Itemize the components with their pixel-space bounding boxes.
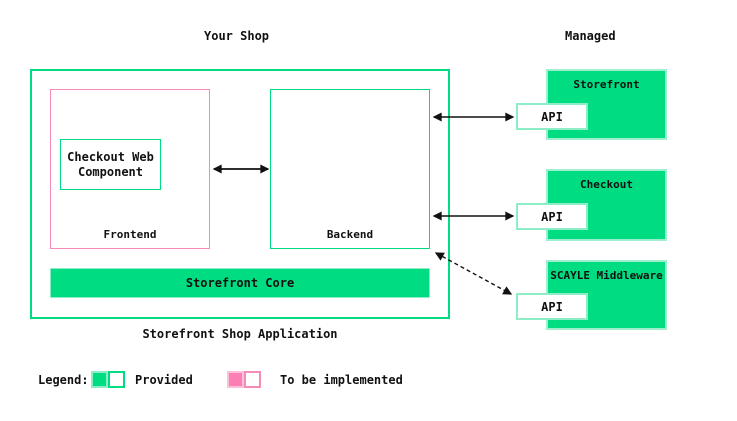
backend-box (270, 89, 430, 249)
scayle-middleware-api-label: API (541, 299, 563, 314)
legend-todo-outline-swatch (244, 371, 261, 388)
managed-title: Managed (565, 29, 616, 43)
backend-label: Backend (326, 228, 374, 241)
storefront-api-label: API (541, 109, 563, 124)
storefront-core-label: Storefront Core (185, 275, 295, 290)
storefront-api-box: API (516, 103, 588, 130)
scayle-middleware-service-label: SCAYLE Middleware (550, 269, 663, 282)
legend-todo-label: To be implemented (280, 373, 403, 387)
scayle-middleware-api-box: API (516, 293, 588, 320)
legend-provided-outline-swatch (108, 371, 125, 388)
your-shop-title: Your Shop (204, 29, 270, 43)
frontend-label: Frontend (103, 228, 157, 241)
legend-title: Legend: (38, 373, 89, 387)
legend-todo-filled-swatch (227, 371, 244, 388)
application-caption: Storefront Shop Application (142, 327, 338, 341)
storefront-core-bar: Storefront Core (50, 268, 430, 298)
checkout-service-label: Checkout (580, 178, 633, 191)
checkout-web-component-label: Checkout Web Component (67, 149, 154, 179)
checkout-api-label: API (541, 209, 563, 224)
legend-provided-label: Provided (135, 373, 193, 387)
checkout-api-box: API (516, 203, 588, 230)
checkout-web-component-box: Checkout Web Component (60, 139, 161, 190)
storefront-service-label: Storefront (573, 78, 640, 91)
legend-provided-filled-swatch (91, 371, 108, 388)
